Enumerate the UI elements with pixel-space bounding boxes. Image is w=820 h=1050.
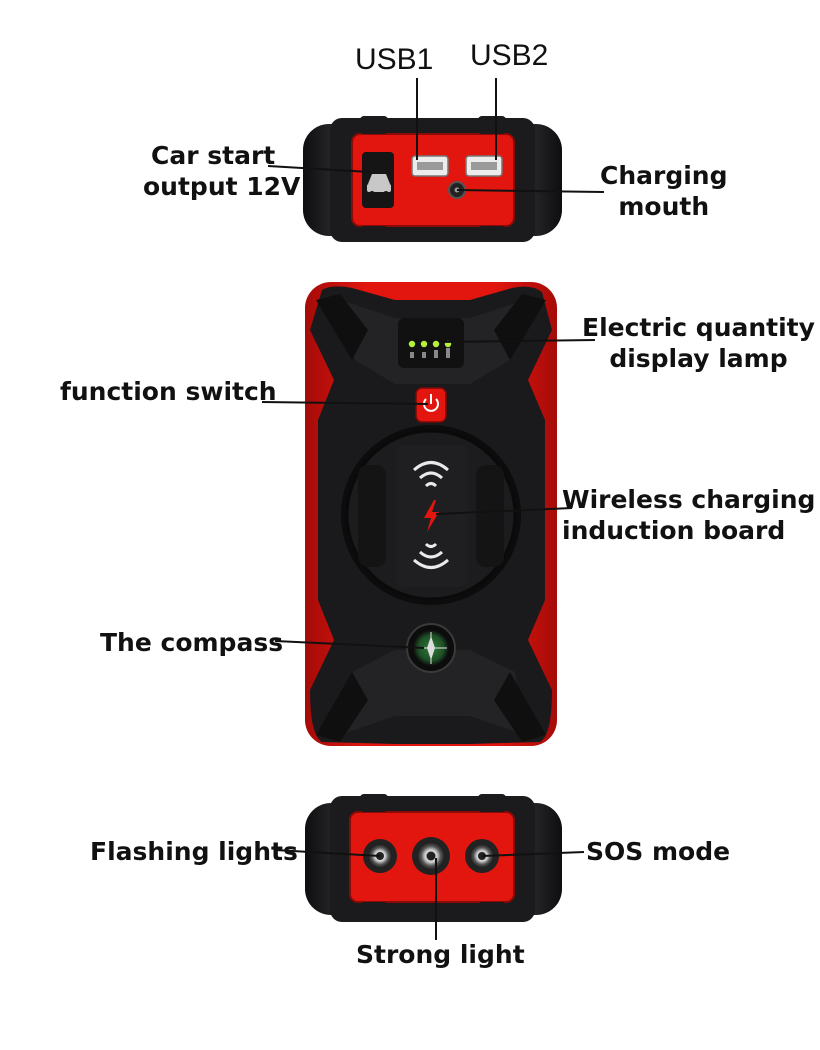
charging-label-line2: mouth bbox=[618, 192, 710, 221]
wireless-label-line1: Wireless charging bbox=[562, 485, 816, 514]
sos-mode-label: SOS mode bbox=[586, 837, 731, 866]
strong-light-label: Strong light bbox=[356, 940, 525, 969]
usb2-port bbox=[465, 155, 503, 177]
leader-sos bbox=[481, 851, 585, 857]
led-lamp-icon bbox=[412, 837, 450, 875]
wireless-charging-label: Wireless charging induction board bbox=[562, 484, 815, 546]
car-start-label-line2: output 12V bbox=[143, 172, 301, 201]
wireless-charging-icon bbox=[341, 425, 521, 605]
leader-car-start bbox=[267, 165, 371, 173]
wireless-label-line2: induction board bbox=[562, 516, 786, 545]
charging-mouth-label: Charging mouth bbox=[600, 160, 728, 222]
leader-charging bbox=[456, 189, 605, 193]
compass-label: The compass bbox=[100, 628, 284, 657]
top-view bbox=[303, 116, 562, 242]
leader-flashing bbox=[274, 849, 381, 857]
flashing-lights-label: Flashing lights bbox=[90, 837, 298, 866]
leader-lines bbox=[261, 78, 605, 940]
electric-label-line2: display lamp bbox=[609, 344, 788, 373]
electric-label-line1: Electric quantity bbox=[582, 313, 815, 342]
bottom-view bbox=[305, 794, 562, 922]
leader-function bbox=[261, 401, 429, 405]
car-icon bbox=[362, 152, 394, 208]
function-switch-label: function switch bbox=[60, 377, 277, 406]
usb1-label: USB1 bbox=[355, 43, 434, 76]
usb2-label: USB2 bbox=[470, 39, 549, 72]
battery-led-indicator bbox=[398, 318, 464, 368]
charging-label-line1: Charging bbox=[600, 161, 728, 190]
usb1-port bbox=[411, 155, 449, 177]
leader-electric bbox=[439, 339, 596, 343]
car-start-label: Car start output 12V bbox=[143, 140, 300, 202]
power-icon bbox=[415, 387, 447, 423]
front-view bbox=[305, 282, 557, 746]
electric-quantity-label: Electric quantity display lamp bbox=[582, 312, 815, 374]
leader-wireless bbox=[435, 507, 573, 515]
car-start-label-line1: Car start bbox=[151, 141, 276, 170]
leader-compass bbox=[274, 640, 425, 649]
compass-icon bbox=[406, 623, 456, 673]
